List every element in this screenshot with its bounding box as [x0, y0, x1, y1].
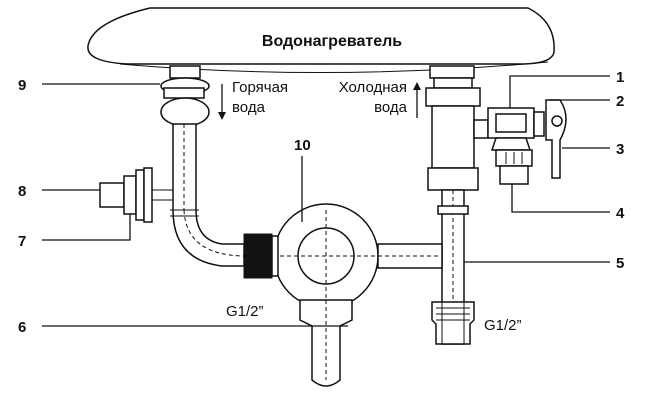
hot-water-pipe — [170, 123, 245, 267]
cold-water-label-1: Холодная — [339, 79, 407, 96]
cold-water-arrow — [413, 82, 421, 118]
callout-3: 3 — [616, 141, 624, 158]
water-heater-tank — [87, 7, 555, 74]
hot-water-label-2: вода — [232, 99, 266, 116]
callout-4: 4 — [616, 205, 625, 222]
leader-lines — [42, 75, 610, 327]
callout-8: 8 — [18, 183, 26, 200]
hot-water-arrow — [218, 84, 226, 120]
temperature-sensor-assembly — [99, 167, 173, 223]
thread-label-left: G1/2” — [226, 303, 264, 320]
hot-water-label-1: Горячая — [232, 79, 288, 96]
cold-inlet-thread — [431, 301, 475, 345]
mixing-valve — [243, 203, 443, 387]
thread-label-right: G1/2” — [484, 317, 522, 334]
callout-10: 10 — [294, 137, 311, 154]
callout-2: 2 — [616, 93, 624, 110]
callout-7: 7 — [18, 233, 26, 250]
safety-valve — [473, 99, 567, 185]
callout-5: 5 — [616, 255, 624, 272]
cold-water-label-2: вода — [374, 99, 408, 116]
callout-1: 1 — [616, 69, 624, 86]
tank-title: Водонагреватель — [262, 33, 402, 50]
callout-9: 9 — [18, 77, 26, 94]
cold-water-inlet-fitting — [425, 65, 481, 191]
hot-water-outlet-fitting — [160, 65, 210, 127]
callout-6: 6 — [18, 319, 26, 336]
